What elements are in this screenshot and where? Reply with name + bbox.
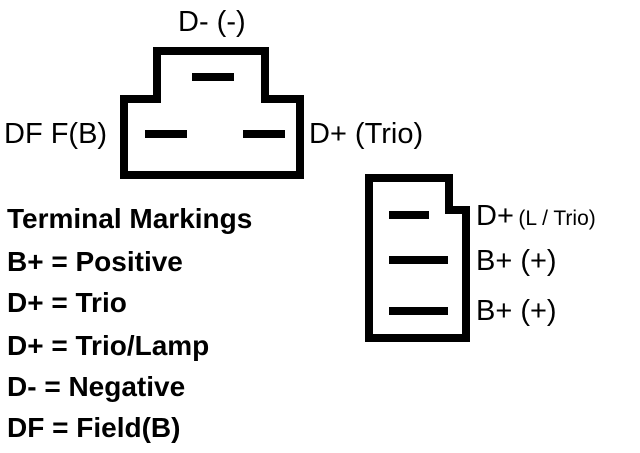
label-d-plus-suffix: (L / Trio) <box>518 207 596 230</box>
label-b-plus-1: B+ (+) <box>476 245 557 277</box>
connector-a-pin-top <box>192 73 234 81</box>
connector-b-pin-1 <box>389 211 429 219</box>
connector-b-outline <box>365 174 470 342</box>
label-d-plus-prefix: D+ <box>476 200 514 232</box>
label-df-field: DF F(B) <box>4 118 108 150</box>
legend-item-trio: D+ = Trio <box>7 287 127 318</box>
label-d-minus: D- (-) <box>178 6 246 38</box>
legend-item-negative: D- = Negative <box>7 371 186 402</box>
label-d-plus-lamp: D+ (L / Trio) <box>476 202 596 231</box>
label-d-plus-trio: D+ (Trio) <box>309 118 424 150</box>
connector-b-pin-2 <box>389 256 448 264</box>
connector-a-pin-right <box>243 130 285 138</box>
label-b-plus-2: B+ (+) <box>476 295 557 327</box>
connector-b-pin-3 <box>389 307 448 315</box>
legend-title: Terminal Markings <box>7 203 253 234</box>
legend-item-trio-lamp: D+ = Trio/Lamp <box>7 330 210 361</box>
connector-a-pin-left <box>145 130 187 138</box>
legend-item-field: DF = Field(B) <box>7 412 181 443</box>
connector-a-outline <box>120 47 304 179</box>
legend-item-positive: B+ = Positive <box>7 246 183 277</box>
